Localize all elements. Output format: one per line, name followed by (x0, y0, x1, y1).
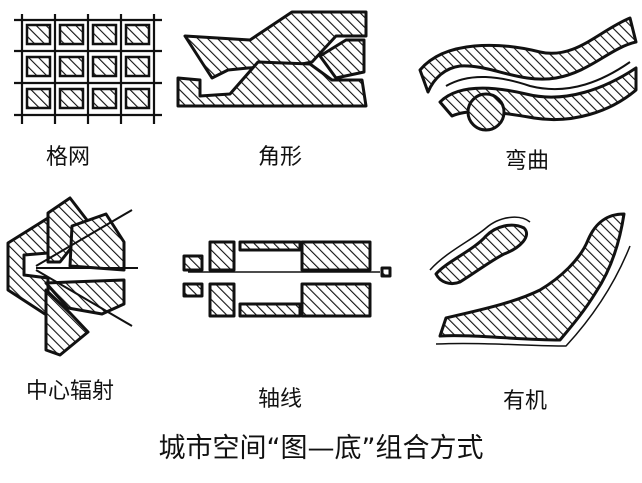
grid-blocks (25, 23, 151, 110)
panel-label-grid: 格网 (45, 145, 91, 170)
axial-pattern-drawing (182, 240, 392, 318)
grid-pattern-drawing (14, 14, 162, 124)
angular-pattern-drawing (176, 10, 368, 108)
panel-label-curved: 弯曲 (504, 149, 550, 174)
grid-streets (14, 14, 162, 124)
organic-pattern-drawing (429, 212, 631, 347)
figure-caption: 城市空间“图—底”组合方式 (158, 433, 484, 464)
curved-pattern-drawing (418, 16, 638, 132)
panel-label-angular: 角形 (257, 145, 303, 170)
radial-pattern-drawing (6, 196, 138, 357)
panel-label-radial: 中心辐射 (25, 379, 115, 404)
panel-label-axial: 轴线 (257, 387, 303, 412)
panel-label-organic: 有机 (502, 389, 548, 414)
